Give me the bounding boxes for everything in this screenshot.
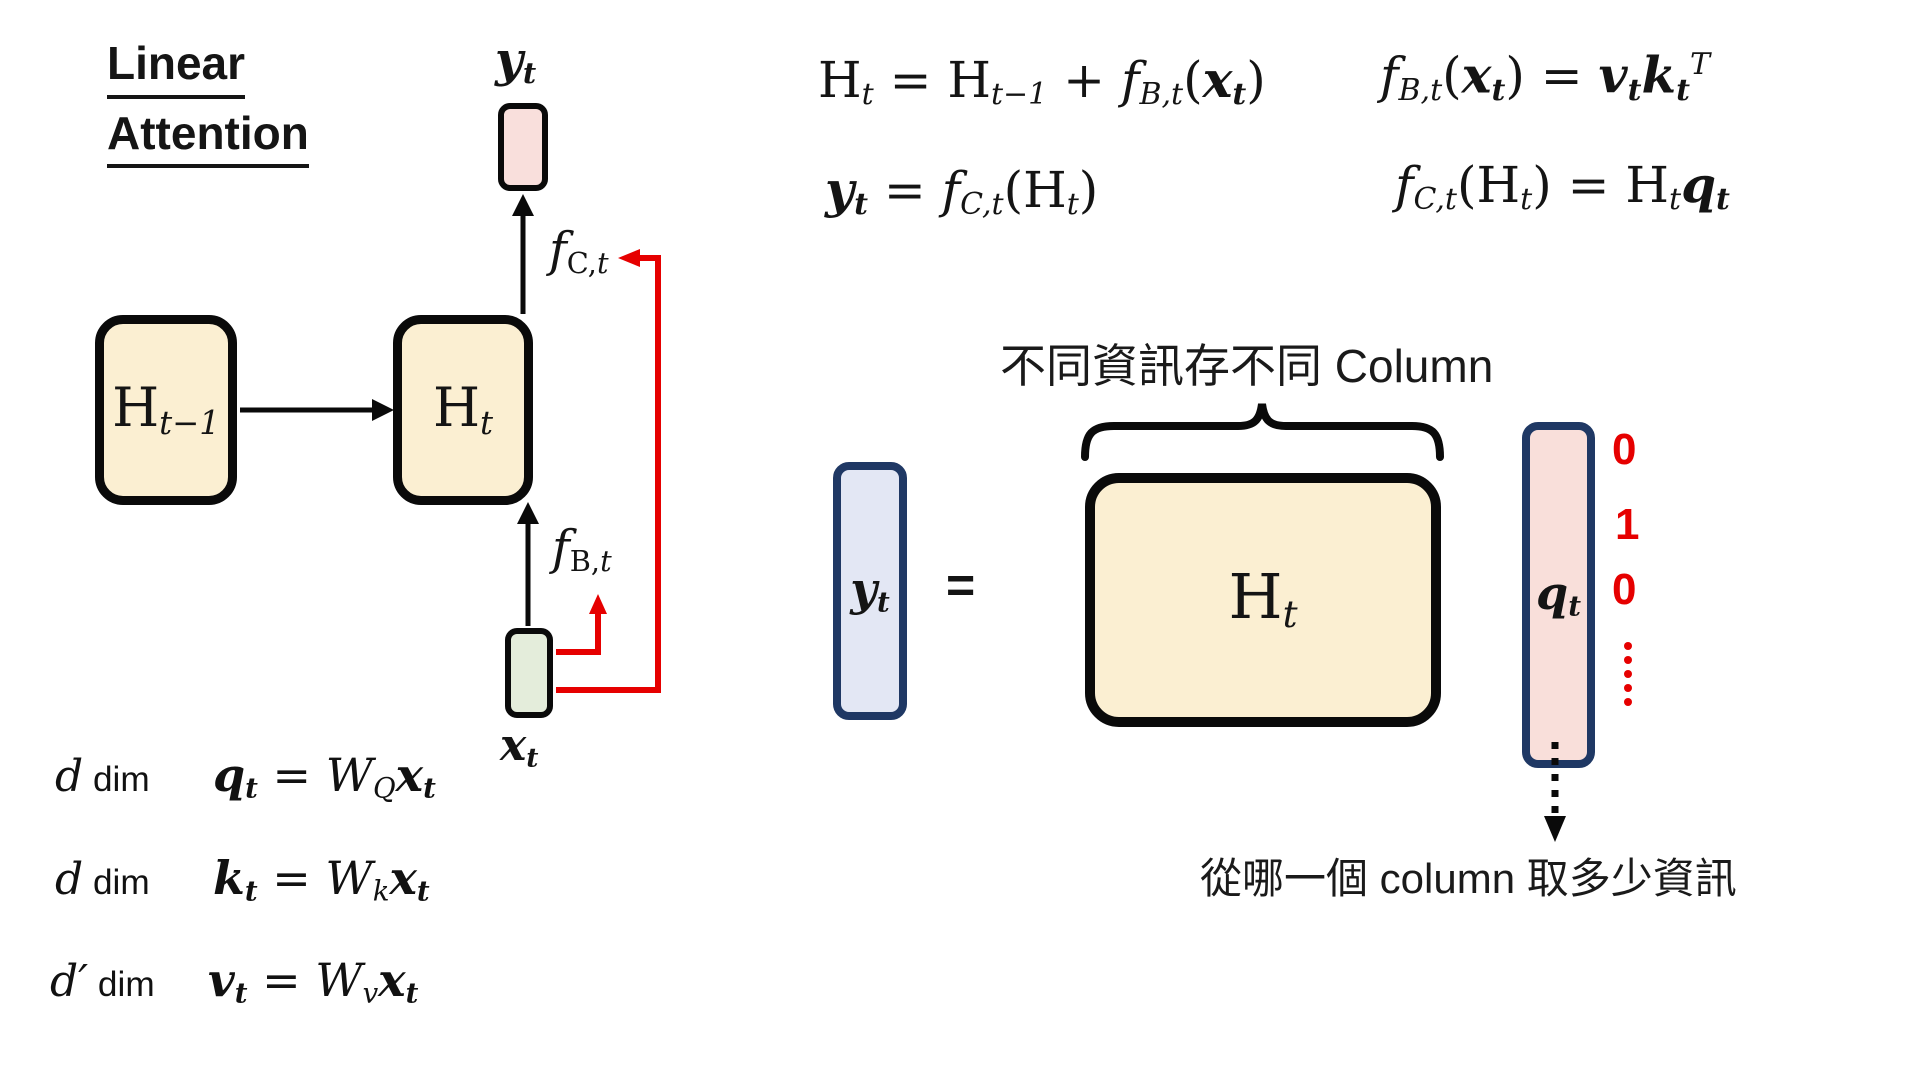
q-value-2: 0	[1612, 565, 1637, 614]
projection-row-k: d dim kt = Wkxt	[55, 851, 430, 908]
v-projection-eq: vt = Wvxt	[208, 953, 419, 1010]
slide-title-line2: Attention	[107, 107, 309, 169]
state-box-h-prev: Ht−1	[95, 315, 237, 505]
q-values-ellipsis	[1624, 642, 1632, 706]
arrow-hcurr-to-y-head	[512, 194, 534, 216]
dashed-arrow-q-column-head	[1544, 816, 1566, 842]
q-column-label: qt	[1536, 565, 1581, 623]
red-arrow-x-to-fc-head	[618, 249, 640, 267]
h-prev-label: Ht−1	[112, 375, 220, 442]
state-box-h-curr: Ht	[393, 315, 533, 505]
y-column-vector: yt	[833, 462, 907, 720]
formula-write-outer-product: fB,t(xt) = vtktT	[1380, 45, 1710, 108]
arrow-hprev-to-hcurr-head	[372, 399, 394, 421]
q-value-0: 0	[1612, 425, 1637, 474]
x-t-label: xt	[500, 720, 539, 774]
h-matrix-box: Ht	[1085, 473, 1441, 727]
arrow-x-to-hcurr-head	[517, 502, 539, 524]
q-value-1: 1	[1615, 500, 1640, 549]
red-arrow-x-to-fc	[556, 255, 661, 693]
k-projection-eq: kt = Wkxt	[213, 851, 430, 908]
input-vector-box	[505, 628, 553, 718]
caption-read-amount: 從哪一個 column 取多少資訊	[1200, 855, 1737, 902]
column-brace	[1081, 403, 1444, 461]
projection-row-v: d′ dim vt = Wvxt	[50, 953, 418, 1010]
projection-row-q: d dim qt = WQxt	[55, 748, 436, 805]
caption-columns: 不同資訊存不同 Column	[1000, 340, 1494, 392]
k-dim-label: d dim	[55, 854, 150, 905]
f-c-t-label: fC,t	[549, 222, 609, 280]
output-vector-box	[498, 103, 548, 191]
formula-read-query: fC,t(Ht) = Htqt	[1395, 155, 1730, 218]
q-column-vector: qt	[1522, 422, 1595, 768]
formula-output: yt = fC,t(Ht)	[825, 160, 1099, 223]
formula-state-update: Ht = Ht−1 + fB,t(xt)	[818, 50, 1266, 113]
slide-title: Linear Attention	[107, 37, 309, 177]
red-arrow-x-to-fb-head	[589, 594, 607, 614]
v-dim-label: d′ dim	[50, 956, 155, 1007]
y-t-label: yt	[495, 32, 537, 90]
q-dim-label: d dim	[55, 751, 150, 802]
equals-sign: =	[946, 557, 976, 613]
y-column-label: yt	[850, 561, 890, 619]
slide-title-line1: Linear	[107, 37, 246, 99]
h-matrix-label: Ht	[1228, 560, 1298, 637]
f-b-t-label: fB,t	[552, 520, 612, 578]
red-arrow-x-to-fb	[556, 614, 601, 655]
h-curr-label: Ht	[432, 375, 494, 442]
q-projection-eq: qt = WQxt	[213, 748, 436, 805]
